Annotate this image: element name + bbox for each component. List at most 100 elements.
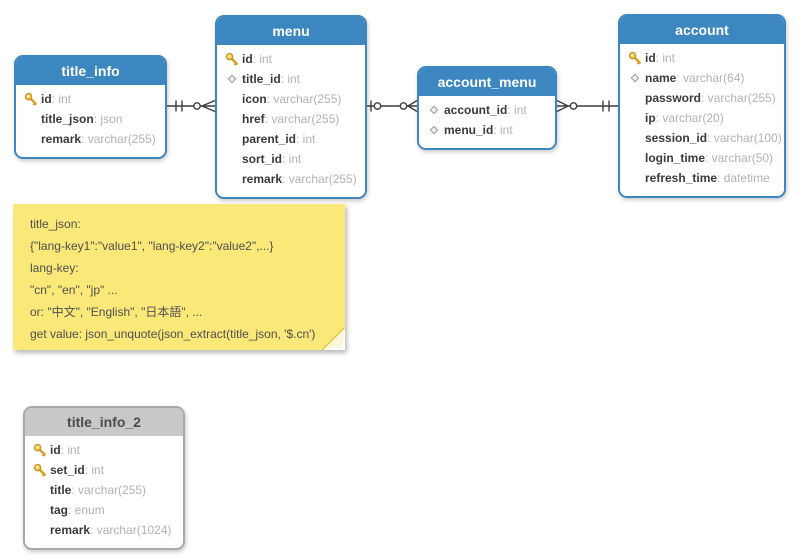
field-name: set_id — [50, 463, 85, 477]
field-name: title_json — [41, 112, 94, 126]
diamond-icon — [630, 73, 640, 83]
primary-key-icon-cell — [30, 443, 50, 457]
connector-title_info-menu[interactable] — [167, 96, 215, 116]
sticky-note[interactable]: title_json: {"lang-key1":"value1", "lang… — [13, 204, 345, 350]
field-row-remark[interactable]: remark: varchar(1024) — [30, 520, 177, 540]
field-row-href[interactable]: href: varchar(255) — [222, 109, 359, 129]
field-name: sort_id — [242, 152, 283, 166]
field-row-id[interactable]: id: int — [625, 48, 778, 68]
note-line: {"lang-key1":"value1", "lang-key2":"valu… — [30, 239, 274, 253]
field-type: : int — [282, 152, 302, 166]
field-type: : varchar(255) — [264, 112, 340, 126]
diamond-icon — [429, 125, 439, 135]
note-line: "cn", "en", "jp" ... — [30, 283, 118, 297]
field-row-sort_id[interactable]: sort_id: int — [222, 149, 359, 169]
field-row-session_id[interactable]: session_id: varchar(100) — [625, 128, 782, 148]
field-name: id — [41, 92, 52, 106]
field-type: : varchar(255) — [71, 483, 147, 497]
field-row-icon[interactable]: icon: varchar(255) — [222, 89, 359, 109]
field-name: ip — [645, 111, 656, 125]
primary-key-icon-cell — [222, 52, 242, 66]
table-title[interactable]: title_info_2 — [25, 408, 183, 436]
field-name: parent_id — [242, 132, 297, 146]
field-type: : int — [507, 103, 527, 117]
field-type: : int — [493, 123, 513, 137]
field-name: remark — [242, 172, 283, 186]
field-name: account_id — [444, 103, 508, 117]
foreign-key-icon-cell — [424, 125, 444, 135]
diamond-icon — [429, 105, 439, 115]
key-icon — [33, 443, 46, 457]
field-name: remark — [41, 132, 82, 146]
field-row-name[interactable]: name: varchar(64) — [625, 68, 778, 88]
key-icon — [628, 51, 641, 65]
field-row-set_id[interactable]: set_id: int — [30, 460, 177, 480]
field-type: : varchar(64) — [676, 71, 745, 85]
field-row-menu_id[interactable]: menu_id: int — [424, 120, 549, 140]
field-name: menu_id — [444, 123, 494, 137]
field-row-remark[interactable]: remark: varchar(255) — [222, 169, 359, 189]
cardinality-zero-or-many-icon — [399, 99, 417, 113]
primary-key-icon-cell — [21, 92, 41, 106]
cardinality-exactly-one-icon — [602, 100, 610, 112]
field-name: password — [645, 91, 702, 105]
field-row-password[interactable]: password: varchar(255) — [625, 88, 778, 108]
note-line: or: "中文", "English", "日本語", ... — [30, 305, 203, 319]
field-type: : int — [280, 72, 301, 86]
field-row-title_id[interactable]: title_id: int — [222, 69, 359, 89]
field-type: : varchar(255) — [701, 91, 776, 105]
key-icon — [33, 463, 46, 477]
field-name: href — [242, 112, 265, 126]
table-title[interactable]: account_menu — [419, 68, 555, 96]
table-title[interactable]: menu — [217, 17, 365, 45]
field-row-ip[interactable]: ip: varchar(20) — [625, 108, 778, 128]
field-name: title_id — [242, 72, 281, 86]
table-title[interactable]: title_info — [16, 57, 165, 85]
field-type: : int — [252, 52, 273, 66]
connector-menu-account_menu[interactable] — [367, 96, 417, 116]
field-row-login_time[interactable]: login_time: varchar(50) — [625, 148, 778, 168]
field-row-id[interactable]: id: int — [222, 49, 359, 69]
field-row-title[interactable]: title: varchar(255) — [30, 480, 177, 500]
key-icon — [225, 52, 238, 66]
field-name: id — [242, 52, 253, 66]
cardinality-zero-or-many-icon — [557, 99, 578, 113]
field-type: : int — [296, 132, 316, 146]
field-row-refresh_time[interactable]: refresh_time: datetime — [625, 168, 778, 188]
field-row-id[interactable]: id: int — [21, 89, 159, 109]
diamond-icon — [227, 74, 237, 84]
connector-account_menu-account[interactable] — [557, 96, 618, 116]
field-type: : enum — [68, 503, 105, 517]
note-line: lang-key: — [30, 261, 79, 275]
field-type: : datetime — [717, 171, 770, 185]
field-name: id — [50, 443, 61, 457]
primary-key-icon-cell — [625, 51, 645, 65]
table-title[interactable]: account — [620, 16, 784, 44]
field-row-account_id[interactable]: account_id: int — [424, 100, 549, 120]
field-row-id[interactable]: id: int — [30, 440, 177, 460]
cardinality-exactly-one-icon — [175, 100, 183, 112]
field-row-parent_id[interactable]: parent_id: int — [222, 129, 359, 149]
field-row-tag[interactable]: tag: enum — [30, 500, 177, 520]
field-name: name — [645, 71, 677, 85]
field-row-title_json[interactable]: title_json: json — [21, 109, 159, 129]
foreign-key-icon-cell — [222, 74, 242, 84]
field-type: : varchar(255) — [266, 92, 342, 106]
field-type: : int — [60, 443, 81, 457]
note-line: title_json: — [30, 217, 81, 231]
field-type: : varchar(20) — [655, 111, 724, 125]
field-name: remark — [50, 523, 91, 537]
field-type: : int — [51, 92, 72, 106]
field-type: : varchar(255) — [282, 172, 357, 186]
field-row-remark[interactable]: remark: varchar(255) — [21, 129, 159, 149]
field-type: : varchar(255) — [81, 132, 156, 146]
